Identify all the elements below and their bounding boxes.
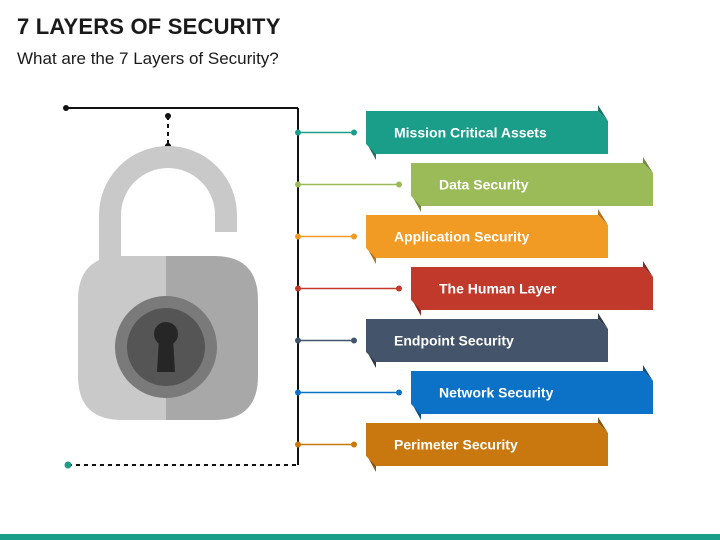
padlock-icon	[78, 146, 258, 420]
page-subtitle: What are the 7 Layers of Security?	[17, 49, 279, 68]
layer-item: Perimeter Security	[295, 417, 608, 472]
layer-end-dot	[351, 233, 357, 240]
layer-fold-right	[598, 105, 608, 121]
layer-item: Endpoint Security	[295, 313, 608, 368]
layer-item: Data Security	[295, 157, 653, 212]
keyhole-slot	[157, 338, 175, 372]
layer-banner	[411, 371, 653, 414]
layer-label: Network Security	[439, 385, 554, 401]
layer-banner	[366, 319, 608, 362]
layer-label: The Human Layer	[439, 281, 557, 297]
layer-fold-right	[643, 261, 653, 277]
layer-end-dot	[351, 441, 357, 448]
layer-item: The Human Layer	[295, 261, 653, 316]
hanger-top-dot	[165, 113, 171, 119]
layer-fold-right	[643, 157, 653, 173]
layer-label: Application Security	[394, 229, 530, 245]
layer-label: Endpoint Security	[394, 333, 514, 349]
layer-start-dot	[295, 441, 301, 448]
bottom-accent-bar	[0, 534, 720, 540]
padlock-shackle	[99, 146, 237, 268]
layer-start-dot	[295, 181, 301, 188]
layer-label: Mission Critical Assets	[394, 125, 547, 141]
layer-banner	[366, 423, 608, 466]
layer-banner	[366, 215, 608, 258]
frame-end-dot	[64, 461, 72, 469]
layer-fold-right	[643, 365, 653, 381]
layer-fold-right	[598, 209, 608, 225]
layer-item: Network Security	[295, 365, 653, 420]
layer-banner	[366, 111, 608, 154]
layer-start-dot	[295, 285, 301, 292]
layer-fold-right	[598, 313, 608, 329]
layer-end-dot	[351, 337, 357, 344]
layer-start-dot	[295, 129, 301, 136]
page-title: 7 LAYERS OF SECURITY	[17, 14, 281, 39]
layer-start-dot	[295, 233, 301, 240]
layer-end-dot	[351, 129, 357, 136]
layer-banner	[411, 163, 653, 206]
layer-fold-right	[598, 417, 608, 433]
layer-start-dot	[295, 337, 301, 344]
layer-item: Mission Critical Assets	[295, 105, 608, 160]
layer-item: Application Security	[295, 209, 608, 264]
layer-end-dot	[396, 181, 402, 188]
layer-label: Data Security	[439, 177, 529, 193]
layer-start-dot	[295, 389, 301, 396]
layer-end-dot	[396, 285, 402, 292]
layer-banner	[411, 267, 653, 310]
layer-label: Perimeter Security	[394, 437, 518, 453]
frame-start-dot	[63, 105, 69, 111]
layer-end-dot	[396, 389, 402, 396]
